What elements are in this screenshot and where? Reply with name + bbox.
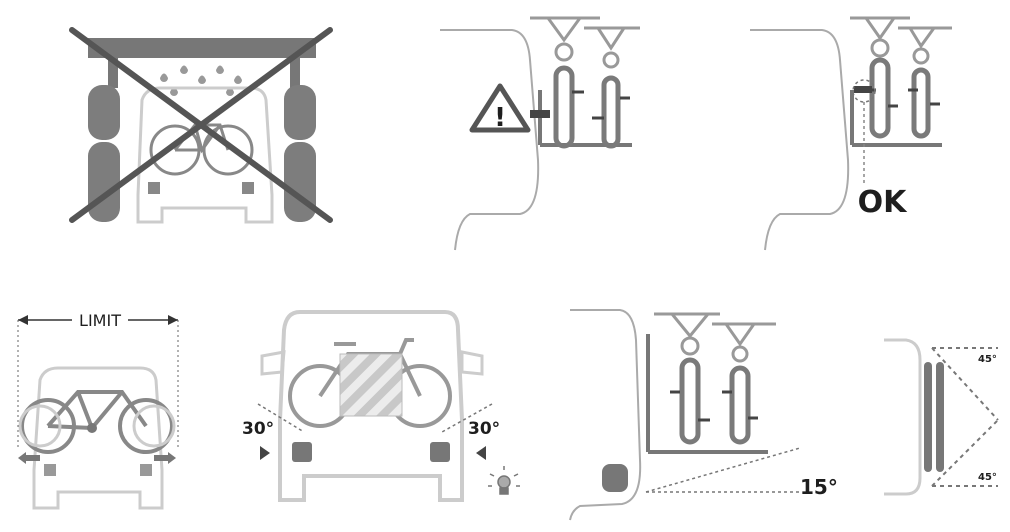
car-rear-outline <box>32 366 164 510</box>
wash-rollers <box>88 85 316 222</box>
warning-triangle-icon: ! <box>469 83 531 133</box>
mounted-bikes <box>553 65 621 149</box>
detail-highlight-circle <box>852 79 876 103</box>
warning-symbol: ! <box>494 103 506 133</box>
light-bulb-icon <box>488 466 520 495</box>
tail-light <box>602 464 628 492</box>
bike-carrier-frame <box>850 90 942 147</box>
slope-angle-label: 15° <box>800 475 838 499</box>
carwash-gantry <box>88 38 316 58</box>
ok-status-text: OK <box>858 185 909 220</box>
bottom-angle-label: 45° <box>978 472 997 483</box>
car-side-outline <box>569 309 642 521</box>
top-view-angle-panel: 45° 45° <box>884 338 999 496</box>
license-plate-marker <box>339 353 403 417</box>
bike-wheel-left <box>924 362 932 472</box>
mounted-bikes <box>869 57 931 139</box>
top-angle-label: 45° <box>978 354 997 365</box>
slope-angle-panel: 15° <box>569 309 838 521</box>
mounted-bikes <box>679 357 751 445</box>
mount-ok-panel: OK <box>750 16 952 251</box>
bicycle-icon <box>149 123 254 176</box>
bike-carrier-frame <box>646 334 768 454</box>
mount-warning-panel: ! <box>440 16 640 251</box>
car-side-outline <box>440 29 540 251</box>
left-angle-label: 30° <box>242 419 274 439</box>
extension-arrows <box>18 452 176 464</box>
right-tail-light <box>430 442 450 462</box>
width-limit-panel: LIMIT <box>17 309 179 510</box>
car-rear-outline <box>136 86 274 224</box>
bicycle-icon <box>20 390 174 454</box>
carwash-prohibited-panel <box>69 27 333 224</box>
left-tail-light <box>292 442 312 462</box>
water-drops-icon <box>160 65 242 96</box>
car-rear-outline <box>278 310 464 502</box>
prohibited-cross-icon <box>69 27 333 223</box>
left-angle-arrow <box>260 446 270 460</box>
right-angle-arrow <box>476 446 486 460</box>
bike-wheel-right <box>936 362 944 472</box>
car-top-outline <box>884 338 922 496</box>
correct-strap <box>854 86 872 93</box>
car-side-outline <box>750 29 850 251</box>
rear-view-lights-panel: 30° 30° <box>242 310 520 502</box>
limit-label: LIMIT <box>79 311 121 330</box>
misplaced-strap <box>530 110 550 118</box>
right-angle-label: 30° <box>468 419 500 439</box>
